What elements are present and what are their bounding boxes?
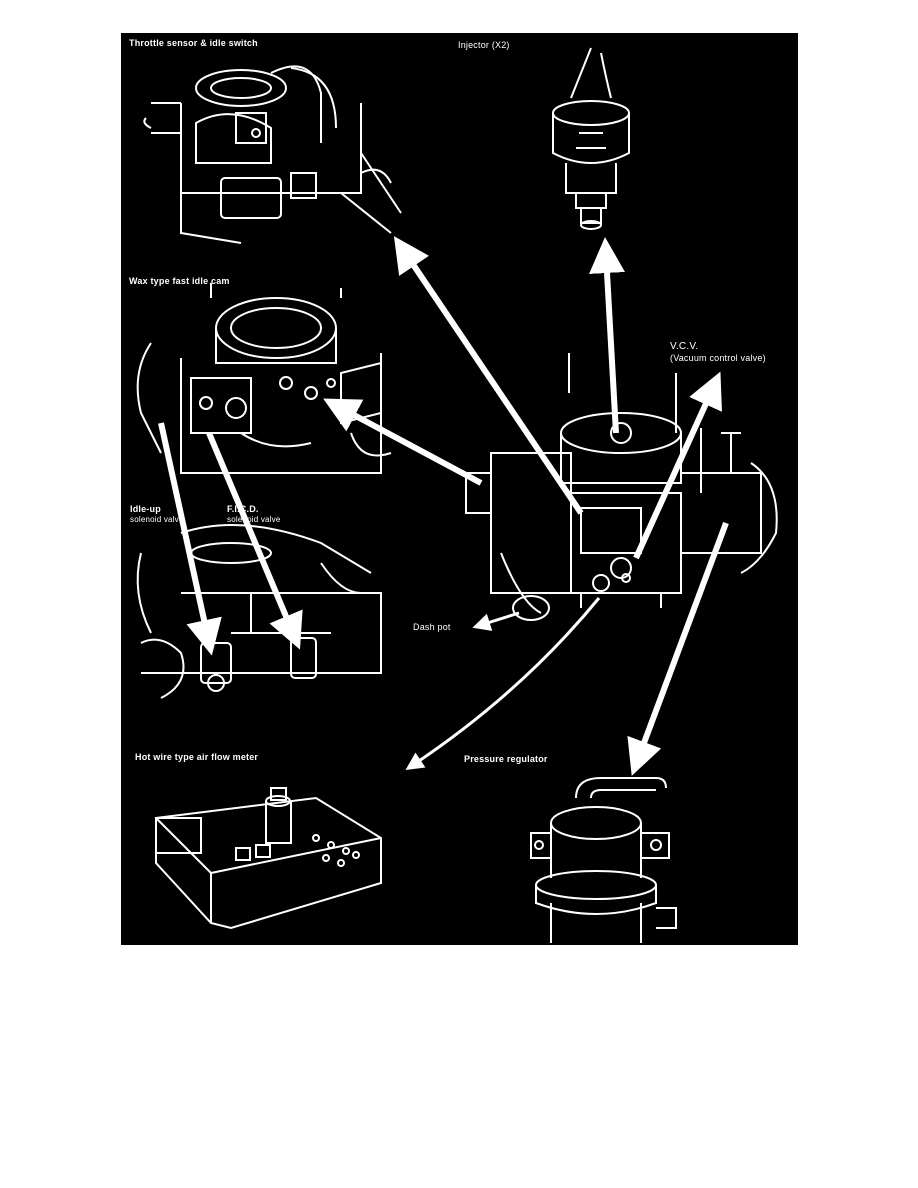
vcv-label: V.C.V. bbox=[670, 342, 698, 352]
dash-pot-label: Dash pot bbox=[413, 622, 451, 632]
arrow-to-injector bbox=[606, 255, 616, 433]
arrow-to-wax-cam bbox=[339, 407, 481, 483]
ficd-sublabel: solenoid valve bbox=[227, 515, 281, 525]
diagram-artwork bbox=[121, 33, 798, 945]
arrow-to-idle-up bbox=[161, 423, 208, 638]
arrow-to-throttle-sensor bbox=[404, 251, 581, 513]
wax-fast-idle-cam-illustration bbox=[138, 283, 391, 473]
throttle-sensor-label: Throttle sensor & idle switch bbox=[129, 38, 258, 48]
ficd-label: F.I.C.D. bbox=[227, 504, 259, 514]
air-flow-meter-label: Hot wire type air flow meter bbox=[135, 752, 258, 762]
vcv-sublabel: (Vacuum control valve) bbox=[670, 353, 766, 363]
pressure-regulator-illustration bbox=[531, 778, 676, 943]
arrow-to-dash-pot bbox=[481, 613, 519, 625]
idle-up-label: Idle-up bbox=[130, 504, 161, 514]
wax-fast-idle-cam-label: Wax type fast idle cam bbox=[129, 276, 230, 286]
air-flow-meter-illustration bbox=[156, 788, 381, 928]
pressure-regulator-label: Pressure regulator bbox=[464, 754, 548, 764]
throttle-body-illustration bbox=[466, 353, 777, 620]
throttle-sensor-illustration bbox=[144, 66, 401, 243]
idle-up-sublabel: solenoid valve bbox=[130, 515, 184, 525]
injector-label: Injector (X2) bbox=[458, 40, 510, 50]
injector-illustration bbox=[553, 48, 629, 229]
components-diagram: Throttle sensor & idle switch Injector (… bbox=[121, 33, 798, 945]
